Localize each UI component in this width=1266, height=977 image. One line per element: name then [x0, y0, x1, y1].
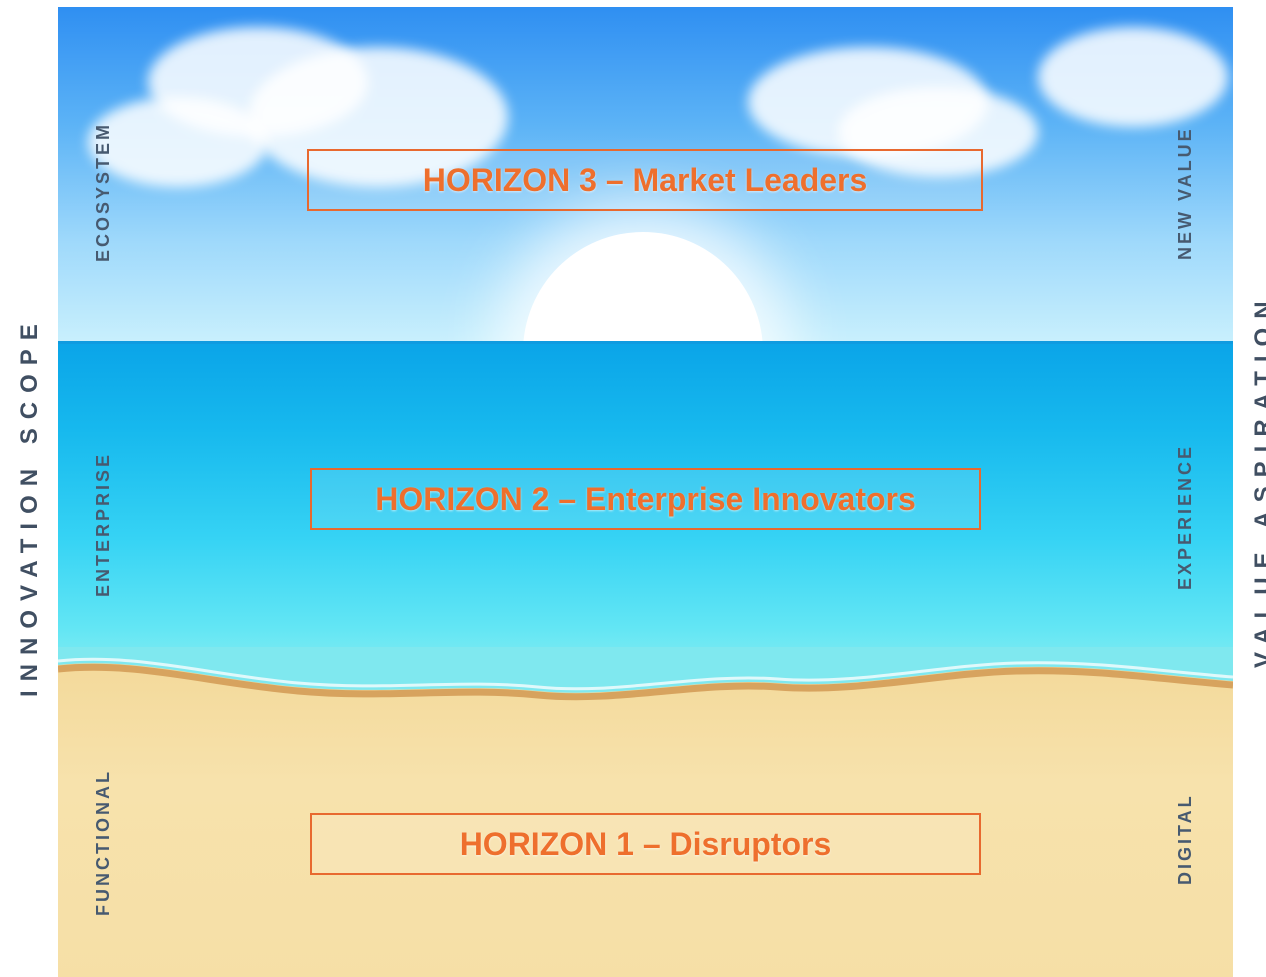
cloud: [248, 47, 508, 187]
value-aspiration-axis-title: VALUE ASPIRATION: [1250, 292, 1266, 668]
horizon-3-box: HORIZON 3 – Market Leaders: [307, 149, 983, 211]
shoreline: [58, 647, 1233, 701]
functional-level-label: FUNCTIONAL: [93, 769, 113, 916]
horizon-line: [58, 341, 1233, 344]
new-value-level-label: NEW VALUE: [1175, 126, 1195, 260]
experience-level-label: EXPERIENCE: [1175, 443, 1195, 590]
cloud: [838, 87, 1038, 177]
horizon-2-box: HORIZON 2 – Enterprise Innovators: [310, 468, 981, 530]
beach-scene-background: [58, 7, 1233, 977]
enterprise-level-label: ENTERPRISE: [93, 451, 113, 597]
digital-level-label: DIGITAL: [1175, 793, 1195, 885]
cloud: [1038, 27, 1228, 127]
horizon-1-box: HORIZON 1 – Disruptors: [310, 813, 981, 875]
innovation-scope-axis-title: INNOVATION SCOPE: [16, 315, 43, 697]
ecosystem-level-label: ECOSYSTEM: [93, 121, 113, 262]
sea: [58, 341, 1233, 701]
sand: [58, 647, 1233, 977]
cloud: [88, 97, 268, 187]
